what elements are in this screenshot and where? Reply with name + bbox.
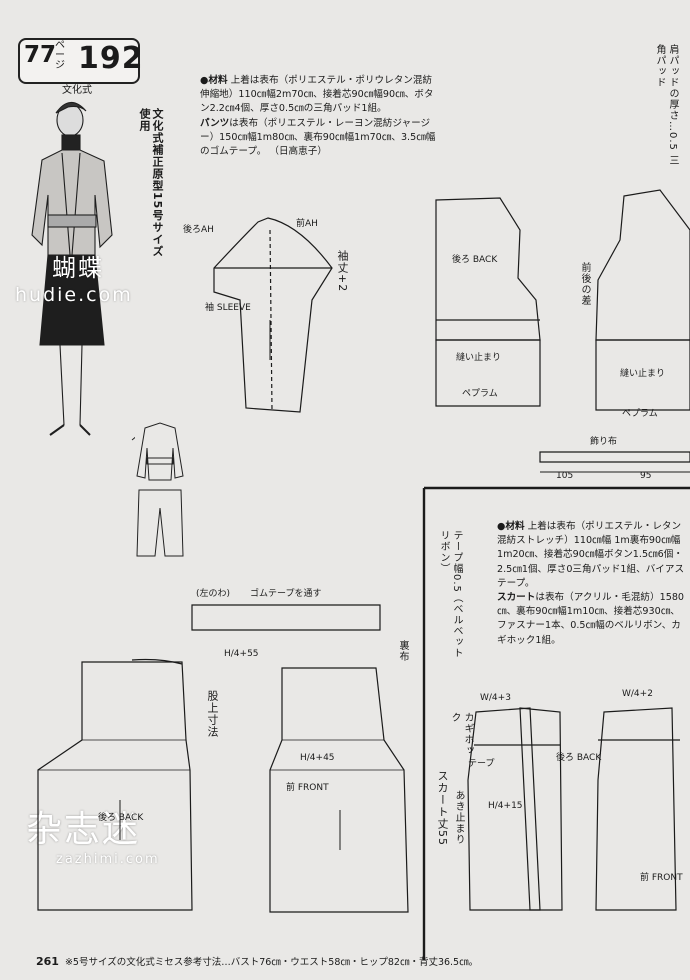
page-badge (18, 38, 140, 84)
issue-kana: ページ (55, 40, 65, 71)
decor-length-2: 95 (640, 471, 651, 481)
hook-label: カギホック (449, 712, 473, 756)
peplum-back (435, 339, 541, 407)
materials-heading: ●材料 (200, 75, 228, 86)
stop-label-back: 縫い止まり (456, 351, 501, 363)
page-number: 192 (78, 41, 144, 76)
skirt-front-label: 前 FRONT (640, 871, 683, 883)
hips-h2: H/4+45 (300, 753, 335, 763)
skirt-length-label: スカート丈55 (436, 770, 449, 846)
jacket-back-pattern (435, 197, 541, 341)
back-label: 後ろ BACK (452, 253, 498, 265)
front-dart-label: 前後の差 (579, 262, 590, 306)
sleeve-pattern (213, 217, 333, 413)
front-ah-label: 前AH (296, 217, 318, 229)
waist-w1: W/4+3 (480, 693, 511, 703)
fashion-illustration (31, 101, 135, 441)
decor-label: 飾り布 (590, 435, 617, 447)
watermark-top-cn: 蝴蝶 (52, 254, 104, 282)
pants-back-pattern (37, 661, 193, 911)
suit-heading: ●材料 (497, 521, 525, 532)
fold-note: (左のわ) (196, 587, 230, 599)
hips-h1: H/4+55 (224, 649, 259, 659)
skirt-hips: H/4+15 (488, 801, 523, 811)
peplum-front (595, 339, 690, 411)
sleeve-label: 袖 SLEEVE (205, 301, 251, 313)
pants-front-pattern (269, 667, 409, 913)
back-ah-label: 後ろAH (183, 223, 214, 235)
elastic-strip (191, 604, 381, 631)
front-label: 前 FRONT (286, 781, 329, 793)
sleeve-length-label: 袖丈+2 (336, 250, 349, 293)
jacket-front-pattern (595, 189, 690, 341)
issue-number: 77 (24, 42, 57, 68)
decor-length: 105 (556, 471, 573, 481)
skirt-back-label: 後ろ BACK (556, 751, 602, 763)
tape-width-note: テープ幅0.5（ベルベットリボン） (438, 530, 462, 659)
peplum-label-back: ペプラム (462, 388, 498, 399)
materials-suit: ●材料 上着は表布（ポリエステル・レタン混紡ストレッチ）110㎝幅 1m裏布90… (497, 520, 689, 652)
footer-note: ※5号サイズの文化式ミセス参考寸法…バスト76㎝・ウエスト58㎝・ヒップ82㎝・… (64, 957, 479, 968)
page-footer: 261 ※5号サイズの文化式ミセス参考寸法…バスト76㎝・ウエスト58㎝・ヒップ8… (36, 954, 478, 968)
open-stop-label: あき止まり (453, 790, 464, 845)
lining-label: 裏布 (397, 640, 408, 662)
decor-strip (539, 451, 690, 463)
credit: （日高恵子） (269, 146, 327, 158)
suit-text: 上着は表布（ポリエステル・レタン混紡ストレッチ）110㎝幅 1m裏布90㎝幅1m… (497, 521, 685, 589)
pants-heading: パンツ (200, 117, 230, 129)
peplum-label-front: ペプラム (622, 408, 658, 419)
pants-text: は表布（ポリエステル・レーヨン混紡ジャージー）150㎝幅1m80㎝、裏布90㎝幅… (200, 117, 436, 158)
watermark-bottom-cn: 杂志迷 (26, 809, 141, 850)
flat-sketches (136, 422, 184, 557)
tape-label: テープ (468, 758, 494, 769)
footer-page-number: 261 (36, 955, 59, 968)
shoulder-pad-note: 肩パッドの厚さ…0.5 三角パッド (654, 44, 678, 167)
back-pants-label: 後ろ BACK (98, 811, 144, 823)
elastic-label: ゴムテープを通す (250, 587, 321, 599)
vertical-caption: 文化式補正原型15号サイズ使用 (138, 108, 164, 258)
suit-frame (422, 486, 690, 960)
skirt-front-pattern (595, 707, 677, 911)
materials-jacket: ●材料 上着は表布（ポリエステル・ポリウレタン混紡伸縮地）110㎝幅2m70㎝、… (200, 74, 440, 159)
waist-w2: W/4+2 (622, 689, 653, 699)
skirt-heading: スカート (497, 592, 536, 604)
stop-label-front: 縫い止まり (620, 367, 665, 379)
crotch-label: 股上寸法 (206, 690, 219, 738)
materials-jacket-text: 上着は表布（ポリエステル・ポリウレタン混紡伸縮地）110㎝幅2m70㎝、接着芯9… (200, 75, 434, 115)
watermark-bottom-url: zazhimi.com (56, 852, 160, 867)
skirt-text: は表布（アクリル・毛混紡）1580㎝、裏布90㎝幅1m10㎝、接着芯930㎝、フ… (497, 592, 685, 646)
badge-subtitle: 文化式 (62, 85, 92, 96)
watermark-top-url: hudie.com (15, 284, 133, 306)
